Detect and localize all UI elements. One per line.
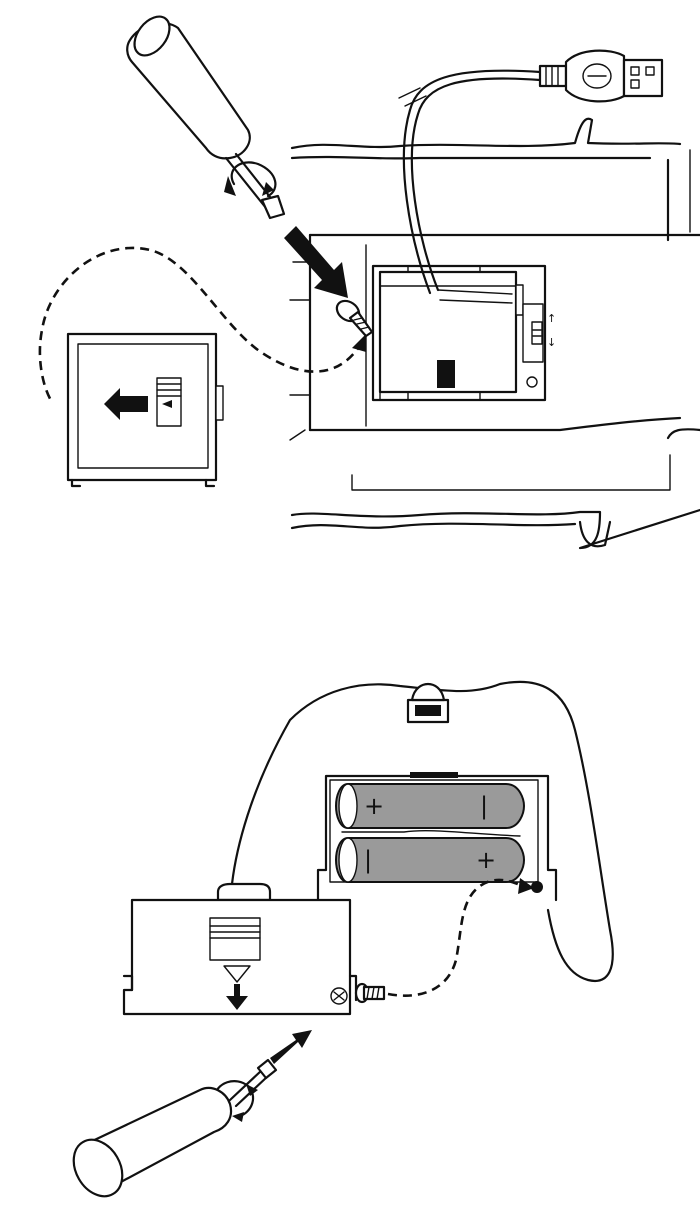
switch-down-mark: ↓ <box>547 336 556 349</box>
battery-compartment-open <box>371 264 547 402</box>
battery-cover-bottom <box>122 882 358 1016</box>
battery-bottom: | + <box>334 837 526 883</box>
dashed-path-top <box>38 246 366 403</box>
screwdriver-icon-top <box>126 15 286 220</box>
screw-icon-top <box>335 299 374 338</box>
battery-bottom-right-mark: + <box>476 846 496 874</box>
screw-icon-bottom <box>354 982 386 1004</box>
battery-bottom-left-mark: | <box>364 846 372 874</box>
insert-arrow-bottom <box>270 1030 312 1064</box>
battery-top-left-mark: + <box>364 792 384 820</box>
battery-top: + | <box>334 783 526 829</box>
device-body <box>289 117 700 550</box>
battery-top-right-mark: | <box>480 792 488 820</box>
slide-switch: ↑ ↓ <box>522 303 556 388</box>
usb-plug-icon <box>538 49 664 103</box>
bottom-panel: + | | + <box>72 680 614 1198</box>
controller-body <box>230 680 614 983</box>
top-panel: ↑ ↓ <box>38 15 700 550</box>
battery-cover-removed <box>66 332 224 488</box>
switch-up-mark: ↑ <box>547 312 556 325</box>
usb-cable <box>398 69 542 304</box>
insert-arrow-top <box>284 226 348 298</box>
dashed-path-bottom <box>387 878 534 997</box>
battery-separator <box>341 829 521 837</box>
screwdriver-icon-bottom <box>72 1058 278 1198</box>
screw-hole <box>531 881 543 893</box>
